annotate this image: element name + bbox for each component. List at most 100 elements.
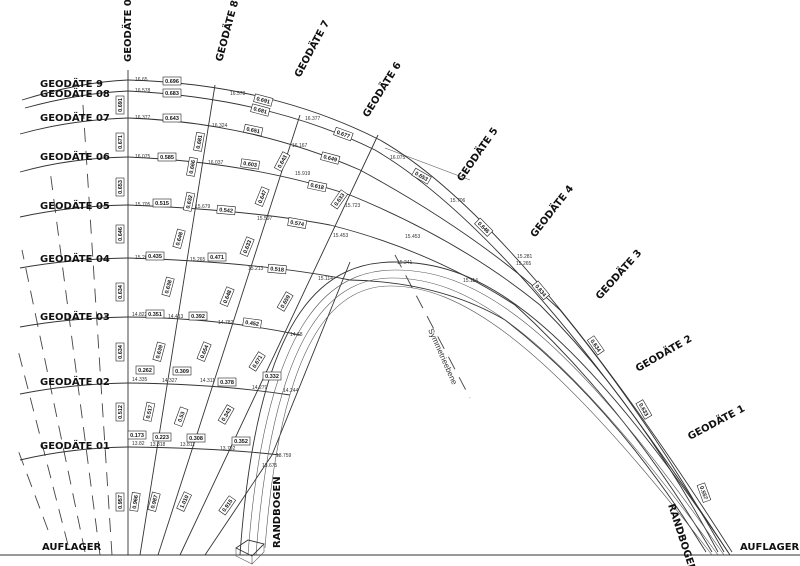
dimension-value: 14.822 xyxy=(132,312,148,318)
dimension-value: 15.679 xyxy=(195,204,211,210)
geodesic-label-left: GEODÄTE 02 xyxy=(40,374,110,388)
thickness-box: 0.966 xyxy=(129,492,141,512)
thickness-box: 0.634 xyxy=(115,282,125,302)
thickness-value: 0.639 xyxy=(155,345,164,360)
thickness-box: 0.671 xyxy=(115,132,125,152)
thickness-value: 0.223 xyxy=(155,435,169,441)
dimension-value: 15.265 xyxy=(516,261,532,267)
dimension-value: 14.279 xyxy=(252,385,268,391)
thickness-box: 0.651 xyxy=(243,123,264,137)
geodesic-label-left: GEODÄTE 04 xyxy=(40,251,110,265)
thickness-box: 0.332 xyxy=(262,371,282,381)
thickness-box: 0.987 xyxy=(147,491,161,512)
thickness-value: 0.585 xyxy=(160,155,174,161)
thickness-box: 0.378 xyxy=(217,377,237,387)
thickness-value: 0.309 xyxy=(175,369,189,375)
thickness-box: 0.542 xyxy=(216,204,236,216)
thickness-box: 0.632 xyxy=(182,191,196,212)
thickness-value: 0.915 xyxy=(222,499,235,514)
dimension-value: 15.723 xyxy=(345,203,361,209)
thickness-box: 0.634 xyxy=(531,280,551,301)
dimension-value: 15.213 xyxy=(248,266,264,272)
symmetry-plane-label: Symmetrieebene xyxy=(426,327,459,386)
dimension-value: 15.281 xyxy=(517,254,533,260)
geodesic-label-left: GEODÄTE 05 xyxy=(40,198,110,212)
geodesic-label-top: GEODÄTE 7 xyxy=(290,17,332,79)
dimension-value: 15.26 xyxy=(135,255,148,261)
thickness-value: 0.574 xyxy=(290,220,306,228)
thickness-value: 0.659 xyxy=(280,295,292,310)
thickness-value: 0.643 xyxy=(165,116,179,122)
thickness-box: 0.643 xyxy=(273,151,291,172)
thickness-box: 0.53 xyxy=(173,406,189,427)
geodesic-label-top: GEODÄTE 6 xyxy=(359,59,404,120)
thickness-box: 0.646 xyxy=(115,224,125,244)
geodesic-label-left: GEODÄTE 9 xyxy=(40,76,103,90)
thickness-value: 0.696 xyxy=(165,79,179,85)
dimension-value: 13.675 xyxy=(262,463,278,469)
dimension-value: 14.311 xyxy=(200,378,215,384)
thickness-box: 0.653 xyxy=(115,177,125,197)
thickness-value: 0.53 xyxy=(177,411,186,423)
symmetry-plane-line xyxy=(394,254,471,399)
dimension-value: 13.759 xyxy=(276,453,292,459)
thickness-value: 0.671 xyxy=(252,355,264,370)
dimension-value: 16.037 xyxy=(208,160,224,166)
dimension-value: 14.68 xyxy=(290,332,303,338)
support-right-label: AUFLAGER xyxy=(740,542,800,553)
geodesic-label-left: GEODÄTE 06 xyxy=(40,149,110,163)
edge-arch-left-label: RANDBOGEN xyxy=(272,476,283,548)
thickness-box: 0.351 xyxy=(145,309,165,319)
thickness-value: 0.634 xyxy=(118,284,124,299)
geodesic-label-left: GEODÄTE 01 xyxy=(40,438,110,452)
thickness-box: 0.618 xyxy=(307,179,328,193)
thickness-value: 0.987 xyxy=(150,495,159,510)
thickness-value: 0.173 xyxy=(130,433,144,439)
geodesic-label-left: GEODÄTE 07 xyxy=(40,110,110,124)
thickness-value: 0.646 xyxy=(118,227,124,241)
thickness-value: 0.634 xyxy=(118,344,124,359)
thickness-value: 0.648 xyxy=(223,289,234,304)
thickness-value: 0.542 xyxy=(219,207,233,214)
dimension-value: 14.782 xyxy=(218,320,234,326)
thickness-box: 0.574 xyxy=(287,217,308,229)
thickness-value: 1.010 xyxy=(179,494,190,509)
dimension-value: 15.241 xyxy=(397,260,413,266)
thickness-box: 0.649 xyxy=(320,151,341,165)
thickness-box: 0.691 xyxy=(115,95,125,115)
dimension-value: 14.413 xyxy=(168,314,184,320)
thickness-box: 0.518 xyxy=(267,263,287,275)
thickness-box: 0.634 xyxy=(586,335,605,356)
thickness-box: 0.639 xyxy=(152,341,166,362)
geodesic-label-top: GEODÄTE 3 xyxy=(592,246,645,302)
thickness-value: 0.671 xyxy=(118,135,124,149)
dimension-value: 16.075 xyxy=(390,155,406,161)
dimension-value: 13.792 xyxy=(220,446,236,452)
dimension-value: 16.65 xyxy=(135,77,148,83)
thickness-box: 0.435 xyxy=(145,251,165,261)
thickness-value: 0.683 xyxy=(165,91,179,97)
thickness-box: 0.648 xyxy=(219,286,235,307)
geodesic-label-left: GEODÄTE 08 xyxy=(40,86,110,100)
thickness-value: 0.343 xyxy=(221,408,233,423)
thickness-value: 0.651 xyxy=(246,127,261,136)
thickness-value: 0.648 xyxy=(175,232,184,247)
thickness-box: 0.633 xyxy=(239,236,255,257)
thickness-box: 0.659 xyxy=(276,291,294,312)
dimension-value: 14.244 xyxy=(283,388,299,394)
thickness-box: 0.646 xyxy=(474,217,494,237)
dimension-value: 15.114 xyxy=(463,278,478,284)
thickness-value: 0.332 xyxy=(265,374,279,380)
thickness-value: 0.647 xyxy=(258,189,269,204)
edge-arches xyxy=(235,261,731,565)
thickness-box: 0.683 xyxy=(162,88,182,98)
thickness-box: 0.452 xyxy=(242,317,262,329)
thickness-value: 0.352 xyxy=(234,439,248,445)
thickness-box: 0.262 xyxy=(135,365,155,375)
dimension-value: 15.597 xyxy=(257,216,273,222)
dimension-value: 15.453 xyxy=(405,234,421,240)
dimension-value: 13.82 xyxy=(132,441,145,447)
thickness-box: 0.308 xyxy=(186,433,206,443)
dimension-value: 15.265 xyxy=(190,257,206,263)
